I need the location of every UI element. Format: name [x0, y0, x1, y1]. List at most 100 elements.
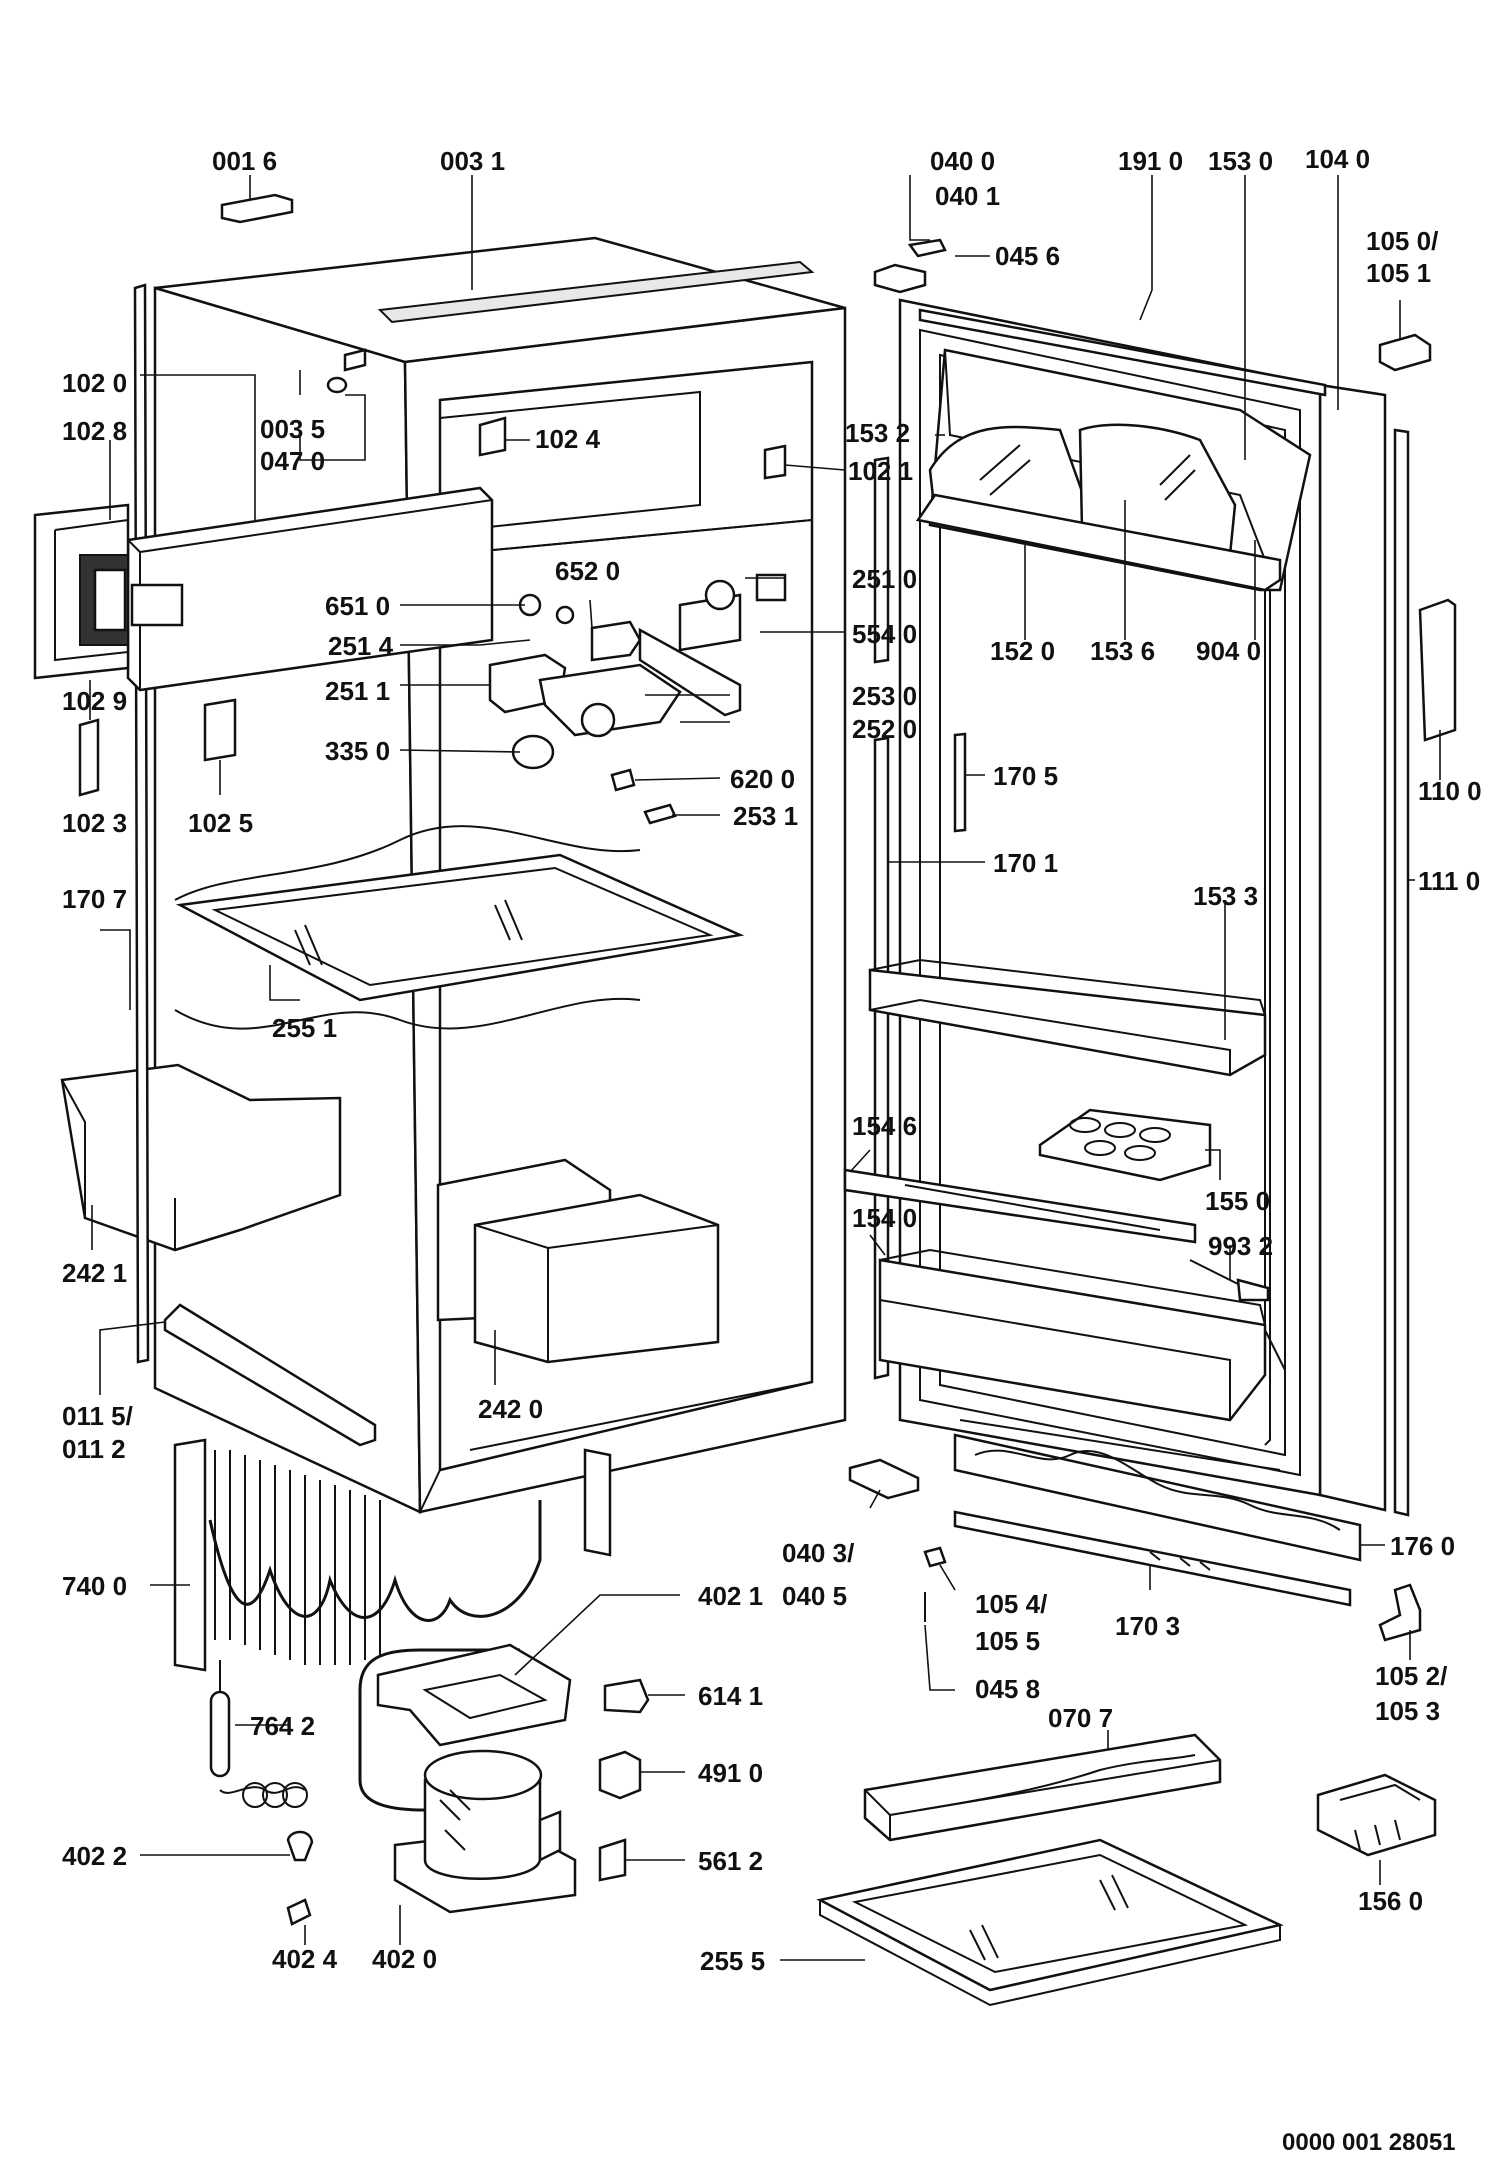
relay-6141: [603, 1678, 650, 1714]
condenser: [208, 1448, 612, 1665]
label-040-5: 040 5: [782, 1581, 847, 1611]
shelf-rail: [163, 1303, 377, 1447]
rail-1703: [953, 1510, 1352, 1607]
label-111-0: 111 0: [1418, 866, 1480, 896]
label-335-0: 335 0: [325, 736, 390, 766]
strip-1705: [953, 732, 967, 833]
label-105-1: 105 1: [1366, 258, 1431, 288]
label-251-1: 251 1: [325, 676, 390, 706]
drawing-reference-number: 0000 001 28051: [1282, 2129, 1456, 2156]
label-242-0: 242 0: [478, 1394, 543, 1424]
label-153-3: 153 3: [1193, 881, 1258, 911]
label-001-6: 001 6: [212, 146, 277, 176]
drip-tray: [376, 1643, 572, 1747]
label-105-2: 105 2/: [1375, 1661, 1447, 1691]
label-102-9: 102 9: [62, 686, 127, 716]
label-740-0: 740 0: [62, 1571, 127, 1601]
glass-shelf-upper: [175, 853, 745, 1002]
label-040-1: 040 1: [935, 181, 1000, 211]
label-170-3: 170 3: [1115, 1611, 1180, 1641]
label-155-0: 155 0: [1205, 1186, 1270, 1216]
light-cover: [1316, 1773, 1437, 1857]
door-bin-bottom: [878, 1248, 1267, 1422]
part-1023: [78, 718, 100, 797]
part-4022: [286, 1830, 314, 1862]
label-102-1: 102 1: [848, 456, 913, 486]
leader-lines: [89, 175, 1441, 1961]
label-152-0: 152 0: [990, 636, 1055, 666]
label-491-0: 491 0: [698, 1758, 763, 1788]
label-156-0: 156 0: [1358, 1886, 1423, 1916]
screw-1054: [923, 1546, 947, 1568]
label-176-0: 176 0: [1390, 1531, 1455, 1561]
label-105-4: 105 4/: [975, 1589, 1047, 1619]
cover-0707: [863, 1733, 1222, 1842]
label-764-2: 764 2: [250, 1711, 315, 1741]
label-102-8: 102 8: [62, 416, 127, 446]
label-011-5: 011 5/: [62, 1401, 133, 1431]
label-651-0: 651 0: [325, 591, 390, 621]
hinge-1050: [1378, 333, 1432, 372]
egg-tray: [1038, 1108, 1212, 1182]
label-620-0: 620 0: [730, 764, 795, 794]
sensor-9932: [1189, 1259, 1241, 1286]
connector-5612: [598, 1838, 627, 1882]
label-102-0: 102 0: [62, 368, 127, 398]
label-154-0: 154 0: [852, 1203, 917, 1233]
hinge-0016: [220, 193, 294, 224]
label-153-2: 153 2: [845, 418, 910, 448]
label-255-5: 255 5: [700, 1946, 765, 1976]
label-003-1: 003 1: [440, 146, 505, 176]
door-shelf-mid: [868, 958, 1267, 1077]
label-104-0: 104 0: [1305, 144, 1370, 174]
label-105-0: 105 0/: [1366, 226, 1438, 256]
label-110-0: 110 0: [1418, 776, 1482, 806]
freezer-door-frame: [33, 503, 130, 680]
label-242-1: 242 1: [62, 1258, 127, 1288]
hinge-1052: [1378, 1583, 1422, 1642]
freezer-flap: [126, 486, 494, 692]
label-251-4: 251 4: [328, 631, 394, 661]
strip-1701: [873, 736, 890, 1380]
label-402-2: 402 2: [62, 1841, 127, 1871]
strip-1532: [873, 456, 890, 664]
label-251-0: 251 0: [852, 564, 917, 594]
label-253-1: 253 1: [733, 801, 798, 831]
label-040-0: 040 0: [930, 146, 995, 176]
label-153-0: 153 0: [1208, 146, 1273, 176]
label-252-0: 252 0: [852, 714, 917, 744]
door-gasket-strip: [1393, 428, 1410, 1517]
label-191-0: 191 0: [1118, 146, 1183, 176]
compressor: [358, 1648, 577, 1914]
thermostat-bulb: [209, 1660, 308, 1808]
glass-shelf-lower: [816, 1838, 1284, 2007]
label-904-0: 904 0: [1196, 636, 1261, 666]
label-652-0: 652 0: [555, 556, 620, 586]
part-0470: [326, 376, 348, 394]
cover-1760: [953, 1433, 1362, 1562]
part-4024: [286, 1898, 312, 1926]
label-070-7: 070 7: [1048, 1703, 1113, 1733]
part-1021: [763, 444, 787, 480]
label-047-0: 047 0: [260, 446, 325, 476]
door-bin-left: [60, 1063, 342, 1252]
label-170-7: 170 7: [62, 884, 127, 914]
hinge-0400: [873, 263, 927, 294]
label-153-6: 153 6: [1090, 636, 1155, 666]
label-402-1: 402 1: [698, 1581, 763, 1611]
label-561-2: 561 2: [698, 1846, 763, 1876]
part-0035: [343, 348, 367, 372]
label-045-8: 045 8: [975, 1674, 1040, 1704]
label-102-5: 102 5: [188, 808, 253, 838]
capacitor-4910: [598, 1750, 642, 1800]
label-102-4: 102 4: [535, 424, 601, 454]
label-170-1: 170 1: [993, 848, 1058, 878]
label-003-5: 003 5: [260, 414, 325, 444]
label-011-2: 011 2: [62, 1434, 126, 1464]
label-253-0: 253 0: [852, 681, 917, 711]
label-993-2: 993 2: [1208, 1231, 1273, 1261]
dairy-compartment: [915, 348, 1312, 592]
side-strip-left: [133, 283, 150, 1364]
cover-1025: [203, 698, 237, 762]
